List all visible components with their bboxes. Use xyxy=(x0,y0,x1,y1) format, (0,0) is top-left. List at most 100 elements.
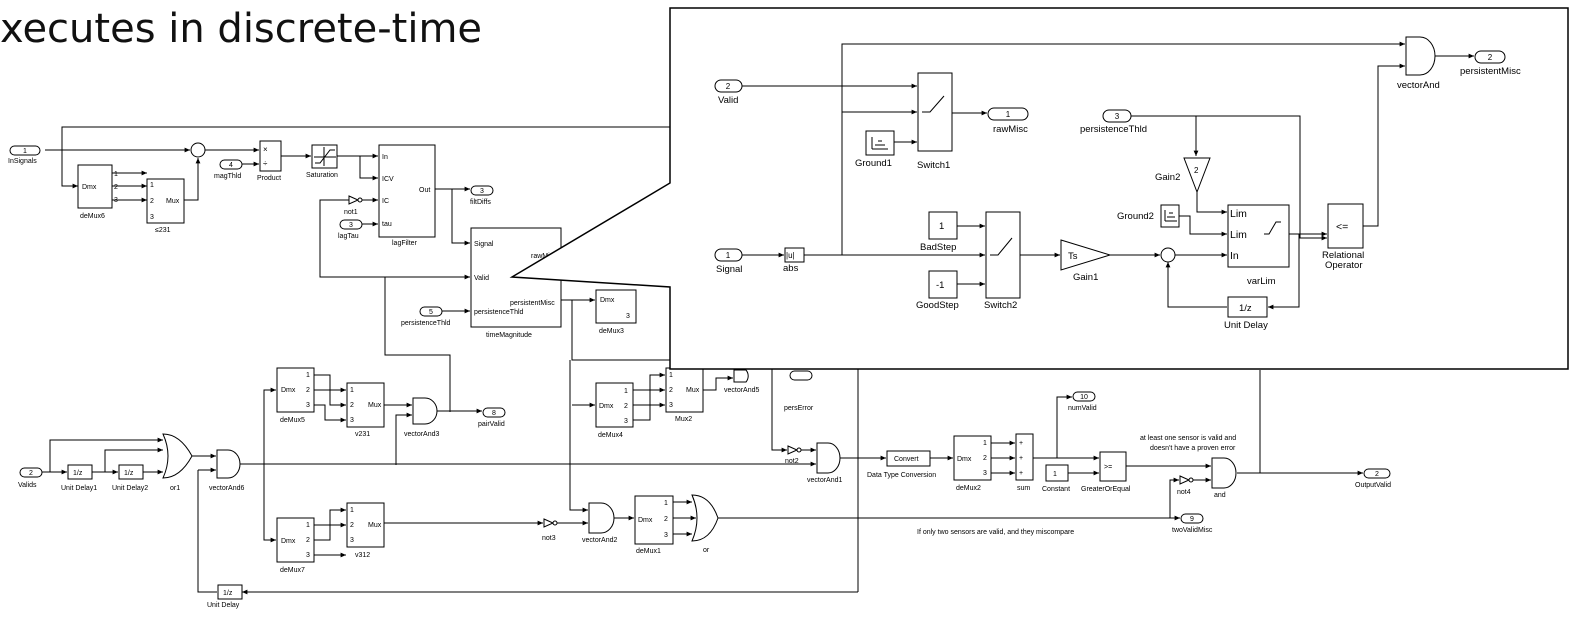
svg-text:Valids: Valids xyxy=(18,482,37,489)
svg-text:2: 2 xyxy=(664,516,668,523)
svg-text:ICV: ICV xyxy=(382,176,394,183)
outport-perserror[interactable]: persError xyxy=(784,371,814,412)
not4-block[interactable]: not4 xyxy=(1177,476,1193,496)
zoom-relational-operator-block[interactable]: <= Relational Operator xyxy=(1322,204,1364,271)
sum-block[interactable]: + + + sum xyxy=(1016,434,1033,492)
svg-text:2: 2 xyxy=(726,82,731,91)
not3-block[interactable]: not3 xyxy=(542,519,557,542)
svg-text:Gain2: Gain2 xyxy=(1155,172,1180,183)
svg-text:Signal: Signal xyxy=(716,264,742,275)
svg-text:1/z: 1/z xyxy=(124,470,134,477)
svg-text:1: 1 xyxy=(726,251,731,260)
svg-text:filtDiffs: filtDiffs xyxy=(470,199,491,206)
inport-magthld[interactable]: 4 magThld xyxy=(214,160,242,180)
svg-text:Switch2: Switch2 xyxy=(984,300,1017,311)
v312-block[interactable]: 1 2 3 Mux v312 xyxy=(347,503,384,559)
svg-text:<=: <= xyxy=(1336,221,1348,233)
demux7-block[interactable]: Dmx 1 2 3 deMux7 xyxy=(277,518,314,574)
unit-delay2-block[interactable]: 1/z Unit Delay2 xyxy=(112,465,148,492)
svg-text:1: 1 xyxy=(669,372,673,379)
svg-text:+: + xyxy=(1019,440,1023,447)
outport-twovalidmisc[interactable]: 9 twoValidMisc xyxy=(1172,514,1213,534)
svg-text:In: In xyxy=(1230,250,1239,262)
zoom-sum-circle[interactable] xyxy=(1161,248,1175,262)
svg-text:Unit Delay1: Unit Delay1 xyxy=(61,485,97,492)
svg-text:1/z: 1/z xyxy=(73,470,83,477)
demux3-block[interactable]: Dmx 3 deMux3 xyxy=(596,290,636,335)
svg-text:Gain1: Gain1 xyxy=(1073,272,1098,283)
demux4-block[interactable]: Dmx 1 2 3 deMux4 xyxy=(596,383,633,439)
svg-text:numValid: numValid xyxy=(1068,405,1097,412)
inport-persistencethld[interactable]: 5 persistenceThld xyxy=(401,307,451,327)
svg-text:Convert: Convert xyxy=(894,456,919,463)
mux-231-block[interactable]: 1 2 3 Mux ≤231 xyxy=(147,179,184,234)
v231-block[interactable]: 1 2 3 Mux v231 xyxy=(347,383,384,438)
vectorand5-block[interactable]: vectorAnd5 xyxy=(724,370,760,394)
svg-text:abs: abs xyxy=(783,263,799,274)
inport-insignals[interactable]: 1 InSignals xyxy=(8,146,40,165)
svg-text:>=: >= xyxy=(1104,464,1112,471)
and-block[interactable]: and xyxy=(1212,458,1236,499)
svg-text:2: 2 xyxy=(669,387,673,394)
svg-text:deMux5: deMux5 xyxy=(280,417,305,424)
vectorand3-block[interactable]: vectorAnd3 xyxy=(404,398,440,438)
svg-text:Valid: Valid xyxy=(474,275,489,282)
zoom-switch2-block[interactable]: Switch2 xyxy=(984,212,1020,311)
outport-pairvalid[interactable]: 8 pairValid xyxy=(478,408,505,428)
svg-text:Ground1: Ground1 xyxy=(855,158,892,169)
svg-text:1: 1 xyxy=(150,182,154,189)
or1-block[interactable]: or1 xyxy=(163,434,192,492)
svg-text:3: 3 xyxy=(664,532,668,539)
mux2-block[interactable]: 1 2 3 Mux Mux2 xyxy=(666,368,703,423)
inport-lagtau[interactable]: 3 lagTau xyxy=(338,220,362,240)
demux1-block[interactable]: Dmx 1 2 3 deMux1 xyxy=(635,496,673,555)
or-block[interactable]: or xyxy=(692,495,718,554)
svg-text:GoodStep: GoodStep xyxy=(916,300,959,311)
svg-text:Dmx: Dmx xyxy=(957,456,972,463)
svg-text:3: 3 xyxy=(626,313,630,320)
svg-text:3: 3 xyxy=(624,418,628,425)
not2-block[interactable]: not2 xyxy=(785,446,801,465)
product-block[interactable]: × ÷ Product xyxy=(257,141,281,182)
svg-text:deMux7: deMux7 xyxy=(280,567,305,574)
not1-block[interactable]: not1 xyxy=(344,196,362,216)
svg-text:Dmx: Dmx xyxy=(599,403,614,410)
inport-valids[interactable]: 2 Valids xyxy=(18,468,42,489)
svg-text:1: 1 xyxy=(306,372,310,379)
svg-text:Dmx: Dmx xyxy=(281,538,296,545)
constant-block[interactable]: 1 Constant xyxy=(1042,465,1070,493)
saturation-block[interactable]: Saturation xyxy=(306,145,338,179)
zoom-unit-delay-block[interactable]: 1/z Unit Delay xyxy=(1224,297,1268,331)
svg-text:rawMisc: rawMisc xyxy=(993,124,1028,135)
timemagnitude-block[interactable]: Signal Valid persistenceThld rawMisc per… xyxy=(471,228,561,339)
svg-text:3: 3 xyxy=(669,402,673,409)
svg-text:or1: or1 xyxy=(170,485,180,492)
outport-numvalid[interactable]: 10 numValid xyxy=(1068,392,1097,412)
svg-text:1: 1 xyxy=(1006,110,1011,119)
svg-text:Mux: Mux xyxy=(368,402,382,409)
demux2-block[interactable]: Dmx 1 2 3 deMux2 xyxy=(954,436,991,492)
outport-filtdiffs[interactable]: 3 filtDiffs xyxy=(470,186,493,206)
lagfilter-block[interactable]: In ICV IC tau Out lagFilter xyxy=(379,145,435,247)
svg-text:1: 1 xyxy=(624,388,628,395)
svg-text:3: 3 xyxy=(306,402,310,409)
data-type-conversion-block[interactable]: Convert Data Type Conversion xyxy=(867,451,936,479)
svg-text:Dmx: Dmx xyxy=(638,517,653,524)
svg-text:Unit Delay2: Unit Delay2 xyxy=(112,485,148,492)
outport-outputvalid[interactable]: 2 OutputValid xyxy=(1355,469,1391,489)
svg-text:Constant: Constant xyxy=(1042,486,1070,493)
demux5-block[interactable]: Dmx 1 2 3 deMux5 xyxy=(277,368,314,424)
svg-text:1: 1 xyxy=(23,148,27,155)
svg-text:Mux: Mux xyxy=(686,387,700,394)
unit-delay1-block[interactable]: 1/z Unit Delay1 xyxy=(61,465,97,492)
svg-text:3: 3 xyxy=(350,537,354,544)
svg-text:persistenceThld: persistenceThld xyxy=(1080,124,1147,135)
svg-text:Product: Product xyxy=(257,175,281,182)
wire xyxy=(62,150,78,186)
svg-text:varLim: varLim xyxy=(1247,276,1276,287)
svg-text:1: 1 xyxy=(350,507,354,514)
svg-text:2: 2 xyxy=(29,470,33,477)
unit-delay-block[interactable]: 1/z Unit Delay xyxy=(207,585,242,609)
svg-text:Dmx: Dmx xyxy=(600,297,615,304)
sum-circle[interactable] xyxy=(191,143,205,157)
